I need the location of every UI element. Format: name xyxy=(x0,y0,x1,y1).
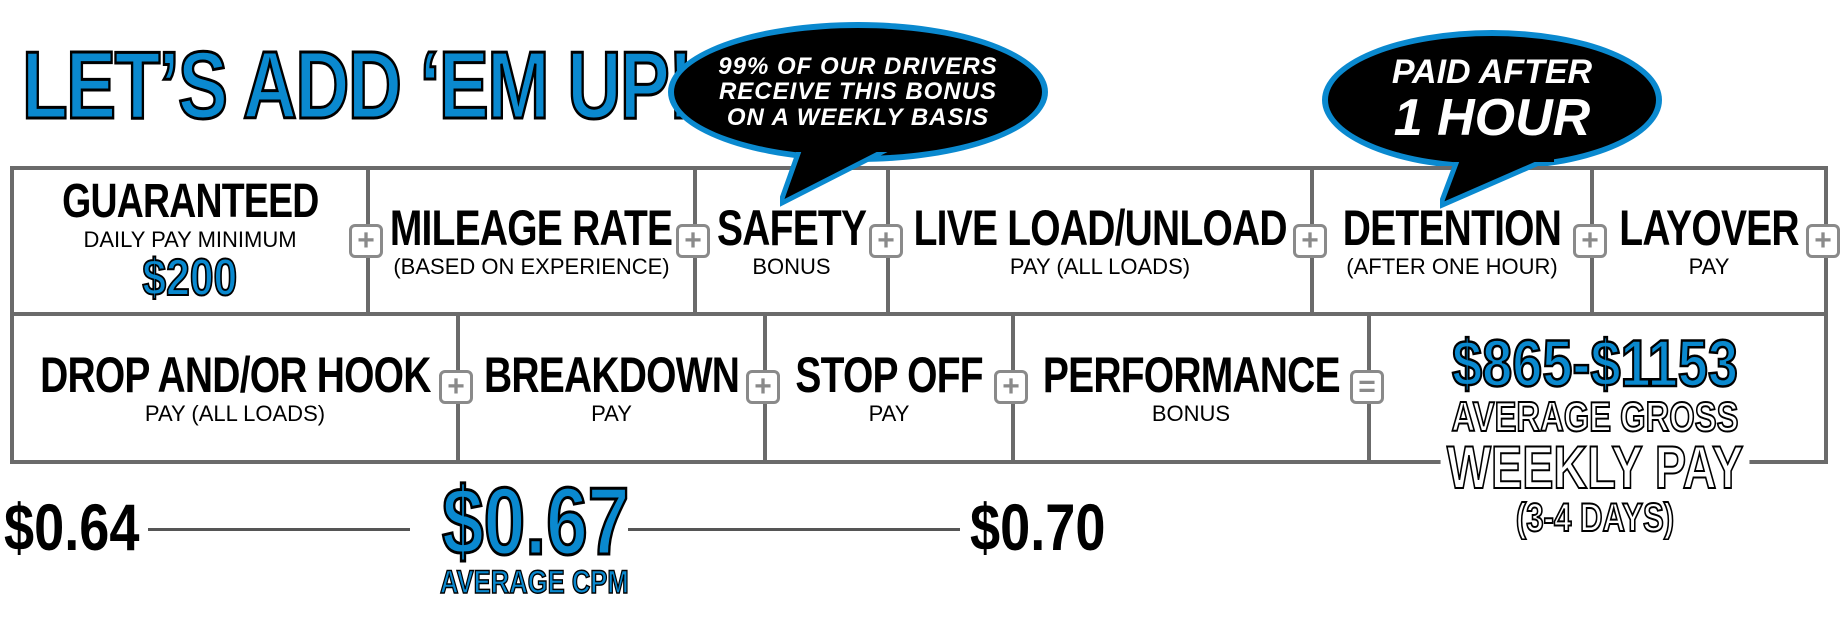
mileage-rate-cell: MILEAGE RATE (BASED ON EXPERIENCE) xyxy=(370,170,697,312)
callout-tail xyxy=(780,148,894,207)
plus-icon: + xyxy=(1806,224,1840,258)
callout-tail xyxy=(1440,158,1554,209)
drop-hook-cell: DROP AND/OR HOOK PAY (ALL LOADS) xyxy=(14,316,460,460)
cpm-average: $0.67 AVERAGE CPM xyxy=(420,468,631,601)
cell-subtitle: PAY (ALL LOADS) xyxy=(1009,253,1191,279)
total-amount: $865-$1153 xyxy=(1451,326,1739,400)
plus-icon: + xyxy=(869,224,903,258)
cell-title: DROP AND/OR HOOK xyxy=(39,346,431,403)
cell-subtitle: PAY (ALL LOADS) xyxy=(144,400,326,426)
plus-icon: + xyxy=(746,370,780,404)
cell-title: PERFORMANCE xyxy=(1042,346,1341,403)
guaranteed-amount: $200 xyxy=(142,249,238,308)
plus-icon: + xyxy=(994,370,1028,404)
layover-cell: LAYOVER PAY xyxy=(1594,170,1824,312)
total-label: AVERAGE GROSS xyxy=(1451,393,1740,440)
safety-cell: SAFETY BONUS xyxy=(697,170,890,312)
cpm-low: $0.64 xyxy=(4,490,140,564)
cell-subtitle: (AFTER ONE HOUR) xyxy=(1346,253,1558,279)
cell-title: DETENTION xyxy=(1342,199,1562,256)
cell-subtitle: BONUS xyxy=(752,253,831,279)
cell-subtitle: DAILY PAY MINIMUM xyxy=(83,226,297,252)
cell-title: SAFETY xyxy=(716,199,867,256)
plus-icon: + xyxy=(439,370,473,404)
cell-title: GUARANTEED xyxy=(61,174,319,228)
cpm-average-value: $0.67 xyxy=(441,468,631,575)
weekly-pay-total: $865-$1153 AVERAGE GROSS WEEKLY PAY (3-4… xyxy=(1370,326,1820,540)
detention-callout: PAID AFTER 1 HOUR xyxy=(1322,30,1662,170)
scale-line xyxy=(148,528,410,531)
detention-cell: DETENTION (AFTER ONE HOUR) xyxy=(1314,170,1594,312)
breakdown-cell: BREAKDOWN PAY xyxy=(460,316,767,460)
pay-components-row-1: GUARANTEED DAILY PAY MINIMUM $200 MILEAG… xyxy=(10,166,1828,316)
callout-line: 1 HOUR xyxy=(1393,88,1591,147)
guaranteed-cell: GUARANTEED DAILY PAY MINIMUM $200 xyxy=(14,170,370,312)
cell-subtitle: PAY xyxy=(868,400,910,426)
callout-line: RECEIVE THIS BONUS xyxy=(718,78,998,106)
cell-title: LAYOVER xyxy=(1619,199,1799,256)
plus-icon: + xyxy=(1573,224,1607,258)
total-note: (3-4 DAYS) xyxy=(1515,496,1675,540)
performance-cell: PERFORMANCE BONUS xyxy=(1015,316,1371,460)
pay-components-row-2: DROP AND/OR HOOK PAY (ALL LOADS) BREAKDO… xyxy=(10,312,1828,464)
live-load-cell: LIVE LOAD/UNLOAD PAY (ALL LOADS) xyxy=(890,170,1314,312)
total-label: WEEKLY PAY xyxy=(1440,437,1750,499)
cell-title: STOP OFF xyxy=(795,346,983,403)
safety-bonus-callout: 99% OF OUR DRIVERS RECEIVE THIS BONUS ON… xyxy=(668,22,1048,162)
plus-icon: + xyxy=(1293,224,1327,258)
cell-title: BREAKDOWN xyxy=(483,346,740,403)
callout-line: ON A WEEKLY BASIS xyxy=(726,103,990,131)
plus-icon: + xyxy=(676,224,710,258)
cell-title: LIVE LOAD/UNLOAD xyxy=(913,199,1287,256)
stop-off-cell: STOP OFF PAY xyxy=(767,316,1015,460)
cpm-high: $0.70 xyxy=(970,490,1106,564)
cell-subtitle: PAY xyxy=(591,400,632,426)
equals-icon: = xyxy=(1350,370,1384,404)
cell-subtitle: BONUS xyxy=(1151,400,1231,426)
plus-icon: + xyxy=(349,224,383,258)
cpm-average-label: AVERAGE CPM xyxy=(439,563,629,601)
callout-line: PAID AFTER xyxy=(1391,52,1593,91)
page-title: LET’S ADD ‘EM UP! xyxy=(21,32,694,139)
cell-subtitle: (BASED ON EXPERIENCE) xyxy=(393,253,670,279)
cell-title: MILEAGE RATE xyxy=(390,199,673,256)
callout-line: 99% OF OUR DRIVERS xyxy=(718,53,998,81)
scale-line xyxy=(628,528,960,531)
cell-subtitle: PAY xyxy=(1688,253,1730,279)
